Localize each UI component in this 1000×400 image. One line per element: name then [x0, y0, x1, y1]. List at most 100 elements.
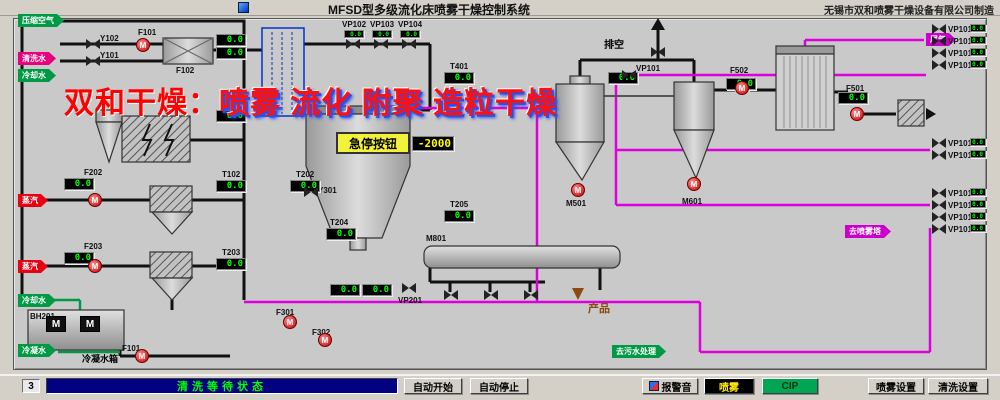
valve-icon[interactable]	[402, 39, 416, 49]
equipment-label: VP104	[398, 20, 423, 29]
equipment-label: VP101	[948, 61, 973, 70]
equipment-label: M601	[682, 197, 703, 206]
equipment-label: T102	[222, 170, 241, 179]
value-readout: -2000	[412, 136, 454, 151]
status-bar: 清洗等待状态	[46, 378, 398, 394]
valve-icon[interactable]	[932, 150, 946, 160]
equipment-label: Y101	[100, 51, 119, 60]
value-readout: 0.0	[216, 110, 246, 122]
cip-button[interactable]: CIP	[762, 378, 818, 394]
equipment-label: F501	[846, 84, 865, 93]
flow-tag: 冷却水	[18, 69, 56, 82]
motor-icon[interactable]: M	[80, 316, 100, 332]
clean-settings-button[interactable]: 清洗设置	[928, 378, 988, 394]
value-readout: 0.0	[400, 30, 420, 38]
equipment-label: F101	[122, 344, 141, 353]
equipment-label: M801	[426, 234, 447, 243]
value-readout: 0.0	[970, 212, 986, 220]
valve-icon[interactable]	[484, 290, 498, 300]
valve-icon[interactable]	[932, 224, 946, 234]
pump-icon[interactable]: M	[735, 81, 749, 95]
value-readout: 0.0	[344, 30, 364, 38]
valve-icon[interactable]	[622, 70, 636, 80]
valve-icon[interactable]	[932, 24, 946, 34]
pump-icon[interactable]: M	[850, 107, 864, 121]
value-readout: 0.0	[970, 224, 986, 232]
equipment-label: F101	[138, 28, 157, 37]
value-readout: 0.0	[64, 252, 94, 264]
valve-icon[interactable]	[402, 283, 416, 293]
auto-stop-button[interactable]: 自动停止	[470, 378, 528, 394]
equipment-label: VP103	[370, 20, 395, 29]
spray-settings-button[interactable]: 喷雾设置	[868, 378, 924, 394]
pump-icon[interactable]: M	[88, 193, 102, 207]
valve-icon[interactable]	[86, 39, 100, 49]
equipment-label: F202	[84, 168, 103, 177]
equipment-label: VP101	[636, 64, 661, 73]
pump-icon[interactable]: M	[687, 177, 701, 191]
value-readout: 0.0	[216, 180, 246, 192]
equipment-label: T205	[450, 200, 469, 209]
value-readout: 0.0	[372, 30, 392, 38]
equipment-label: VP101	[948, 213, 973, 222]
value-readout: 0.0	[64, 178, 94, 190]
valve-icon[interactable]	[932, 60, 946, 70]
pump-icon[interactable]: M	[283, 315, 297, 329]
equipment-label: VP101	[948, 139, 973, 148]
equipment-label: F301	[276, 308, 295, 317]
flow-tag: 清洗水	[18, 52, 56, 65]
valve-icon[interactable]	[444, 290, 458, 300]
valve-icon[interactable]	[346, 39, 360, 49]
valve-icon[interactable]	[932, 36, 946, 46]
equipment-label: VP101	[948, 25, 973, 34]
valve-icon[interactable]	[932, 200, 946, 210]
value-readout: 0.0	[970, 36, 986, 44]
manufacturer-label: 无锡市双和喷雾干燥设备有限公司制造	[824, 6, 994, 17]
equipment-label: F502	[730, 66, 749, 75]
emergency-stop-button[interactable]: 急停按钮	[336, 132, 410, 154]
equipment-label: T202	[296, 170, 315, 179]
value-readout: 0.0	[970, 24, 986, 32]
valve-icon[interactable]	[932, 212, 946, 222]
flow-tag: 去污水处理	[612, 345, 666, 358]
flow-tag: 冷却水	[18, 294, 56, 307]
value-readout: 0.0	[970, 138, 986, 146]
value-readout: 0.0	[970, 48, 986, 56]
equipment-label: T203	[222, 248, 241, 257]
value-readout: 0.0	[970, 60, 986, 68]
alarm-sound-button[interactable]: 报警音	[642, 378, 698, 394]
valve-icon[interactable]	[86, 56, 100, 66]
auto-start-button[interactable]: 自动开始	[404, 378, 462, 394]
title-bar: MFSD型多级流化床喷雾干燥控制系统 无锡市双和喷雾干燥设备有限公司制造	[0, 0, 1000, 17]
valve-icon[interactable]	[651, 47, 665, 57]
valve-icon[interactable]	[304, 187, 318, 197]
pump-icon[interactable]: M	[136, 38, 150, 52]
equipment-label: F203	[84, 242, 103, 251]
equipment-label: Y301	[318, 186, 337, 195]
value-readout: 0.0	[444, 72, 474, 84]
pump-icon[interactable]: M	[88, 259, 102, 273]
equipment-label: VP101	[948, 49, 973, 58]
page-title: MFSD型多级流化床喷雾干燥控制系统	[328, 3, 530, 17]
pump-icon[interactable]: M	[318, 333, 332, 347]
motor-icon[interactable]: M	[46, 316, 66, 332]
value-readout: 0.0	[216, 34, 246, 46]
equipment-label: M501	[566, 199, 587, 208]
pump-icon[interactable]: M	[135, 349, 149, 363]
value-readout: 0.0	[362, 284, 392, 296]
valve-icon[interactable]	[374, 39, 388, 49]
equipment-label: T401	[450, 62, 469, 71]
valve-icon[interactable]	[932, 188, 946, 198]
valve-icon[interactable]	[932, 138, 946, 148]
valve-icon[interactable]	[524, 290, 538, 300]
equipment-label: VP101	[948, 151, 973, 160]
pump-icon[interactable]: M	[571, 183, 585, 197]
spray-button[interactable]: 喷雾	[704, 378, 754, 394]
valve-icon[interactable]	[932, 48, 946, 58]
equipment-label: F302	[312, 328, 331, 337]
equipment-label: VP101	[948, 37, 973, 46]
value-readout: 0.0	[216, 258, 246, 270]
diagram-text: 产品	[588, 303, 610, 315]
